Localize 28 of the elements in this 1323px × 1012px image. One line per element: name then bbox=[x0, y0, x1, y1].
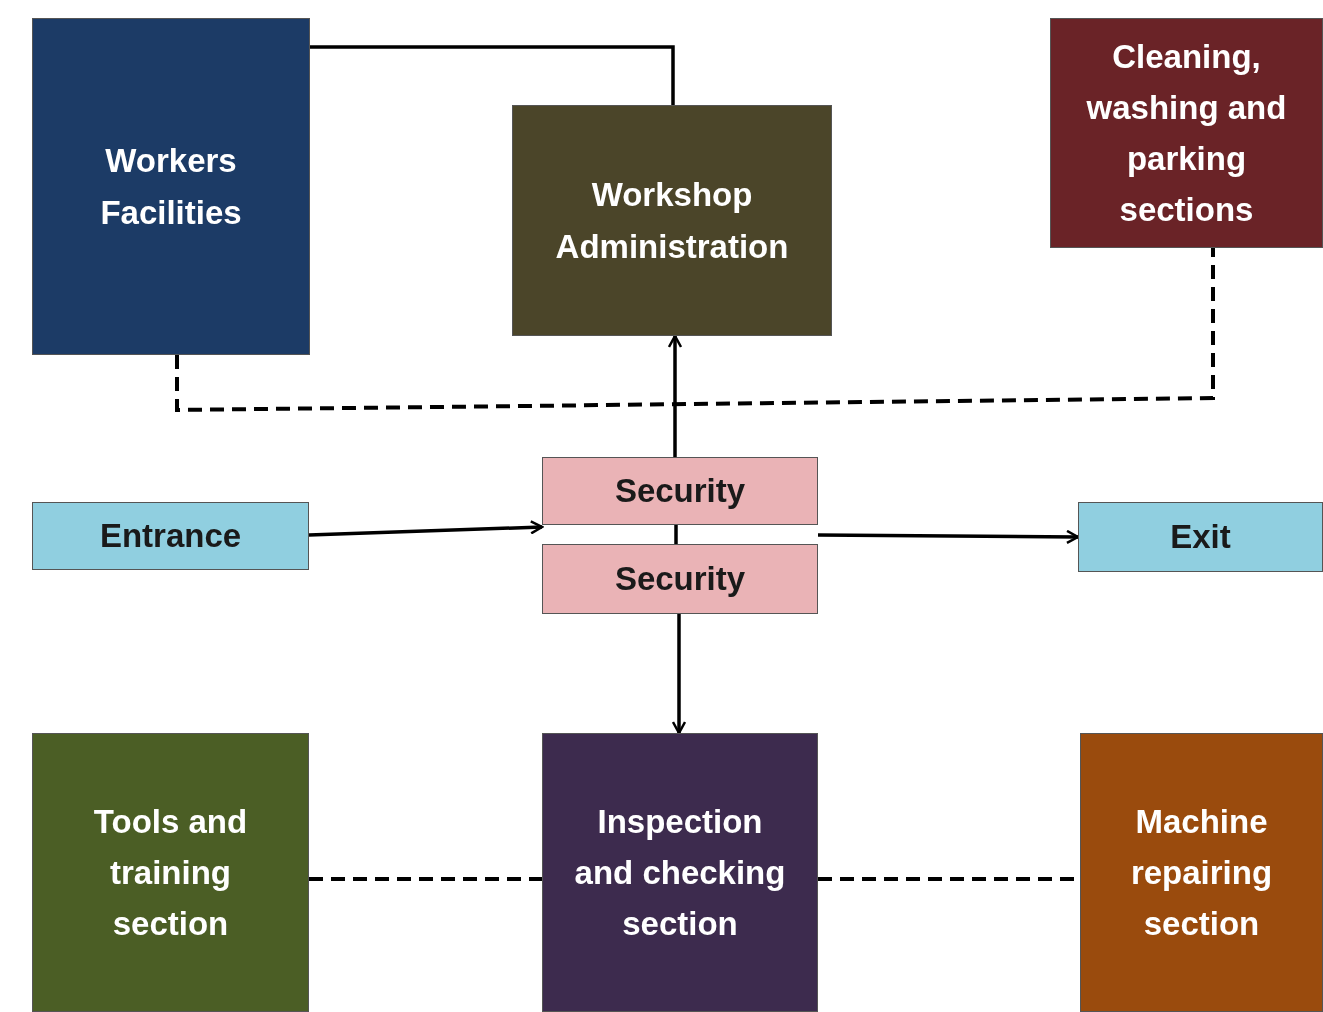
box-label: Cleaning, washing and parking sections bbox=[1085, 36, 1288, 231]
section-box bbox=[32, 733, 309, 1012]
security-box bbox=[542, 544, 818, 614]
arrow bbox=[671, 614, 687, 735]
connector-line bbox=[175, 248, 1215, 413]
box-label: Security bbox=[613, 471, 747, 512]
connector-line bbox=[310, 45, 675, 105]
arrow bbox=[308, 520, 544, 537]
section-box bbox=[512, 105, 832, 336]
gate-box bbox=[32, 502, 309, 570]
box-label: Workers Facilities bbox=[99, 141, 243, 233]
box-label: Exit bbox=[1169, 517, 1232, 558]
section-box bbox=[542, 733, 818, 1012]
box-label: Security bbox=[613, 559, 747, 600]
box-label: Entrance bbox=[98, 516, 243, 557]
box-label: Inspection and checking section bbox=[573, 801, 787, 945]
connector-line bbox=[309, 877, 542, 881]
gate-box bbox=[1078, 502, 1323, 572]
box-label: Machine repairing section bbox=[1129, 801, 1274, 945]
section-box bbox=[1080, 733, 1323, 1012]
security-box bbox=[542, 457, 818, 525]
connector-line bbox=[674, 525, 678, 544]
box-label: Tools and training section bbox=[92, 801, 249, 945]
arrow bbox=[818, 529, 1080, 545]
section-box bbox=[32, 18, 310, 355]
box-label: Workshop Administration bbox=[554, 175, 790, 267]
section-box bbox=[1050, 18, 1323, 248]
arrow bbox=[667, 334, 683, 457]
